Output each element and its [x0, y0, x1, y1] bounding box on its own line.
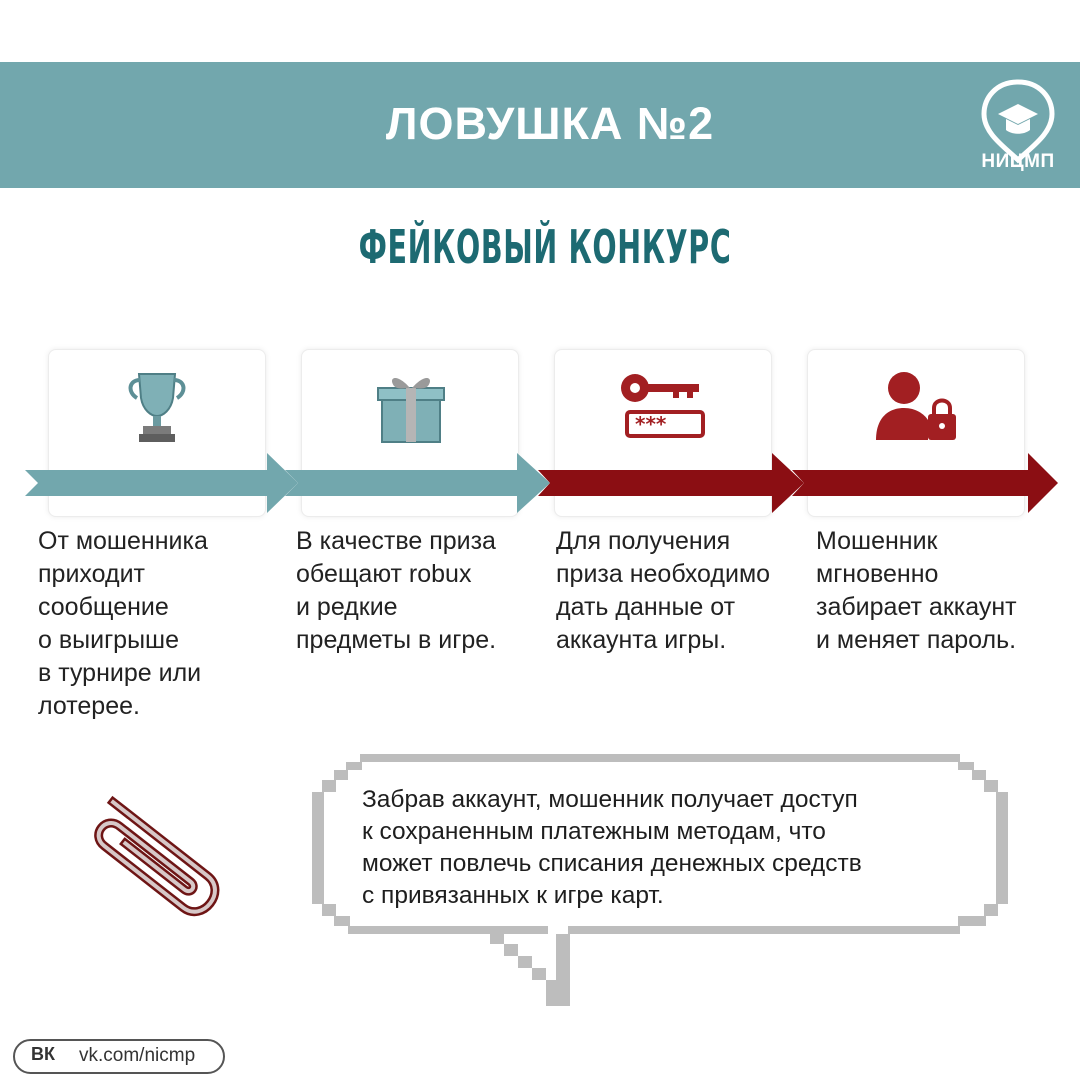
step-text-1: От мошенника приходит сообщение о выигры… [38, 525, 208, 723]
logo-label: НИЦМП [981, 151, 1055, 172]
step-text-line: в турнире или [38, 659, 202, 687]
note-line: Забрав аккаунт, мошенник получает доступ [362, 786, 858, 813]
step-text-line: обещают robux [296, 560, 472, 588]
step-text-4: Мошенник мгновенно забирает аккаунт и ме… [816, 525, 1017, 657]
step-text-line: Мошенник [816, 527, 938, 555]
step-text-line: аккаунта игры. [556, 626, 727, 654]
step-text-line: дать данные от [556, 593, 736, 621]
page-title: ЛОВУШКА №2 [385, 98, 715, 149]
step-text-line: забирает аккаунт [816, 593, 1017, 621]
step-text-line: лотерее. [38, 692, 140, 720]
step-text-line: мгновенно [816, 560, 939, 588]
step-text-line: От мошенника [38, 527, 208, 555]
arrow-step-1 [25, 453, 298, 513]
step-text-line: приза необходимо [556, 560, 771, 588]
step-text-line: и меняет пароль. [816, 626, 1017, 654]
step-text-line: предметы в игре. [296, 626, 497, 654]
trophy-icon [128, 373, 186, 442]
arrow-step-3 [538, 453, 804, 513]
header-banner [0, 62, 1080, 188]
key-password-icon: *** [621, 374, 705, 438]
arrow-step-4 [792, 453, 1058, 513]
paperclip-icon [94, 795, 220, 917]
step-text-line: приходит [38, 560, 145, 588]
nicmp-logo-icon [981, 79, 1055, 164]
step-text-line: сообщение [38, 593, 169, 621]
locked-user-icon [876, 372, 956, 440]
step-text-line: В качестве приза [296, 527, 496, 555]
speech-bubble [312, 754, 1008, 1006]
note-line: к сохраненным платежным методам, что [362, 818, 826, 845]
step-text-line: Для получения [556, 527, 731, 555]
step-text-line: и редкие [296, 593, 398, 621]
arrow-step-2 [285, 453, 550, 513]
step-text-line: о выигрыше [38, 626, 180, 654]
step-text-3: Для получения приза необходимо дать данн… [556, 525, 770, 657]
vk-url: vk.com/nicmp [79, 1045, 196, 1066]
note-line: может повлечь списания денежных средств [362, 850, 862, 877]
gift-box-icon [377, 377, 445, 443]
warning-note: Забрав аккаунт, мошенник получает доступ… [362, 784, 972, 912]
vk-icon: ВК [31, 1044, 55, 1064]
section-subtitle: ФЕЙКОВЫЙ КОНКУРС [358, 220, 732, 274]
step-text-2: В качестве приза обещают robux и редкие … [296, 525, 496, 657]
process-arrows [25, 453, 1058, 513]
vk-link[interactable]: ВК vk.com/nicmp [13, 1039, 225, 1074]
svg-text:***: *** [635, 412, 667, 436]
note-line: с привязанных к игре карт. [362, 882, 664, 909]
